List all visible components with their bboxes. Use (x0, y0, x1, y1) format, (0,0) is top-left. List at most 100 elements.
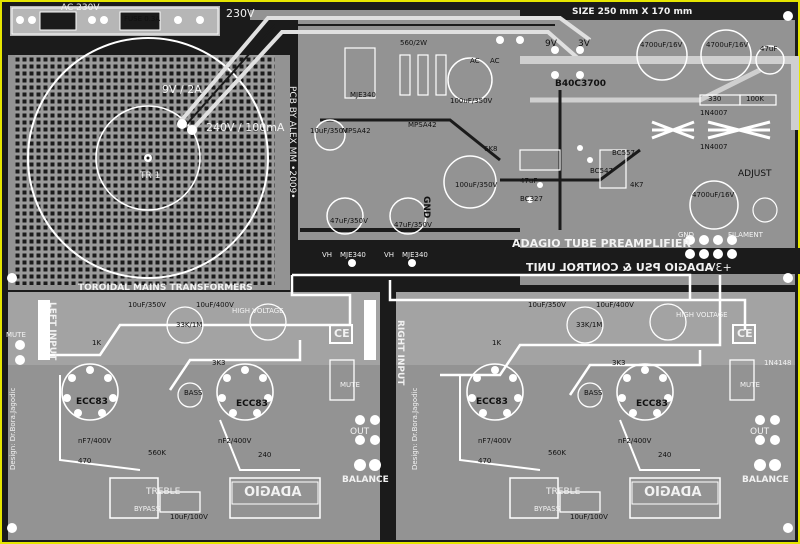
res-33k1m-right: 33K/1M (576, 321, 603, 329)
balance-right: BALANCE (742, 475, 789, 485)
bass-right: BASS (584, 389, 603, 397)
designer-right: Design: Dr.Bora.Jagodic (411, 387, 419, 470)
cap-10uf-350v-psu: 10uF/350V (310, 127, 348, 135)
voltage-9v-label: 9V (545, 39, 557, 49)
cap-10uf-350v-left: 10uF/350V (128, 301, 166, 309)
cap-47uf-350v-b: 47uF/350V (394, 221, 432, 229)
tube-left-1: ECC83 (76, 397, 108, 407)
ce-mark-right: CE (737, 327, 753, 340)
mute-right: MUTE (740, 381, 760, 389)
diode-1n4007-b: 1N4007 (700, 143, 728, 151)
bypass-left: BYPASS (134, 505, 161, 513)
cap-nf2-left: nF2/400V (218, 437, 252, 445)
fuse-label: FUSE 0.3A (124, 15, 161, 23)
right-input-label: RIGHT INPUT (395, 320, 405, 386)
ac-label-1: AC (470, 57, 480, 65)
left-input-label: LEFT INPUT (47, 302, 57, 361)
tube-right-1: ECC83 (476, 397, 508, 407)
res-560k-right: 560K (548, 449, 566, 457)
res-3k3-right: 3K3 (612, 359, 626, 367)
res-4k7-psu: 4K7 (630, 181, 644, 189)
cap-100uf-350v-b: 100uF/350V (455, 181, 498, 189)
out-left: OUT (350, 427, 370, 437)
transformer-caption: TOROIDAL MAINS TRANSFORMERS (78, 283, 253, 293)
vh-label-1: VH (322, 251, 333, 259)
res-240-left: 240 (258, 451, 272, 459)
primary-voltage-label: 240V / 100mA (206, 121, 285, 134)
mute-left-2: MUTE (340, 381, 360, 389)
cap-10uf-350v-right: 10uF/350V (528, 301, 566, 309)
treble-left: TREBLE (146, 487, 181, 497)
psu-cap-1: 4700uF/16V (640, 41, 683, 49)
bass-left: BASS (184, 389, 203, 397)
cap-10uf-400v-left: 10uF/400V (196, 301, 234, 309)
bypass-right: BYPASS (534, 505, 561, 513)
product-title: ADAGIO TUBE PREAMPLIFIER (512, 237, 691, 250)
res-1k-left: 1K (92, 339, 102, 347)
res-470-left: 470 (78, 457, 92, 465)
cap-10uf-100v-left: 10uF/100V (170, 513, 208, 521)
res-560-2w-label: 560/2W (400, 39, 428, 47)
cap-47uf-350v-a: 47uF/350V (330, 217, 368, 225)
tube-right-2: ECC83 (636, 399, 668, 409)
ac-in-label: AC 230V (61, 3, 100, 13)
author-label: PCB BY ALEX MM •2009• (287, 86, 297, 199)
mpsa42-label: MPSA42 (342, 127, 371, 135)
mje340-b: MJE340 (402, 251, 428, 259)
bc327-label: BC327 (520, 195, 543, 203)
treble-right: TREBLE (546, 487, 581, 497)
cap-47uf-psu: 47uF (760, 45, 778, 53)
plus3v-label: +3V (708, 261, 732, 274)
adagio-logo-left: ADAGIO (244, 485, 302, 500)
res-100k-psu: 100K (746, 95, 764, 103)
voltage-3v-label: 3V (578, 39, 590, 49)
cap-nf7-right: nF7/400V (478, 437, 512, 445)
res-33k1m-left: 33K/1M (176, 321, 203, 329)
mje340-psu-label: MJE340 (350, 91, 376, 99)
gnd-pin-label: GND (678, 231, 695, 239)
res-6k8-label: 6K8 (484, 145, 498, 153)
transformer-label: TR 1 (140, 171, 161, 181)
ac-label-2: AC (490, 57, 500, 65)
gnd-label: GND (421, 196, 431, 219)
res-470-right: 470 (478, 457, 492, 465)
tube-left-2: ECC83 (236, 399, 268, 409)
bridge-label: B40C3700 (555, 79, 607, 89)
psu-cap-2: 4700uF/16V (706, 41, 749, 49)
adagio-logo-right: ADAGIO (644, 485, 702, 500)
mains-voltage-label: 230V (226, 7, 255, 20)
secondary-voltage-label: 9V / 2A (162, 83, 202, 96)
ce-mark-left: CE (334, 327, 350, 340)
res-240-right: 240 (658, 451, 672, 459)
hv-right-label: HIGH VOLTAGE (676, 311, 728, 319)
cap-47uf-label: 47uF (520, 177, 538, 185)
bc557-label: BC557 (612, 149, 635, 157)
out-right: OUT (750, 427, 770, 437)
filament-label: FILAMENT (728, 231, 763, 239)
cap-10uf-400v-right: 10uF/400V (596, 301, 634, 309)
balance-left: BALANCE (342, 475, 389, 485)
res-3k3-left: 3K3 (212, 359, 226, 367)
mje340-a: MJE340 (340, 251, 366, 259)
mps-label-2: MPSA42 (408, 121, 437, 129)
diode-1n4148-right: 1N4148 (764, 359, 792, 367)
res-560k-left: 560K (148, 449, 166, 457)
hv-left-label: HIGH VOLTAGE (232, 307, 284, 315)
diode-1n4007-a: 1N4007 (700, 109, 728, 117)
vh-label-2: VH (384, 251, 395, 259)
cap-nf2-right: nF2/400V (618, 437, 652, 445)
designer-left: Design: Dr.Bora.Jagodic (9, 387, 17, 470)
cap-100uf-350v-a: 100uF/350V (450, 97, 493, 105)
adjust-label: ADJUST (738, 169, 772, 179)
bc547-label: BC547 (590, 167, 613, 175)
res-330-psu: 330 (708, 95, 722, 103)
res-1k-right: 1K (492, 339, 502, 347)
psu-cap-3: 4700uF/16V (692, 191, 735, 199)
board-size-label: SIZE 250 mm X 170 mm (572, 7, 693, 17)
psu-title-mirrored: ADAGIO PSU & CONTROL UNIT (526, 261, 714, 274)
cap-10uf-100v-right: 10uF/100V (570, 513, 608, 521)
mute-left-label: MUTE (6, 331, 26, 339)
cap-nf7-left: nF7/400V (78, 437, 112, 445)
